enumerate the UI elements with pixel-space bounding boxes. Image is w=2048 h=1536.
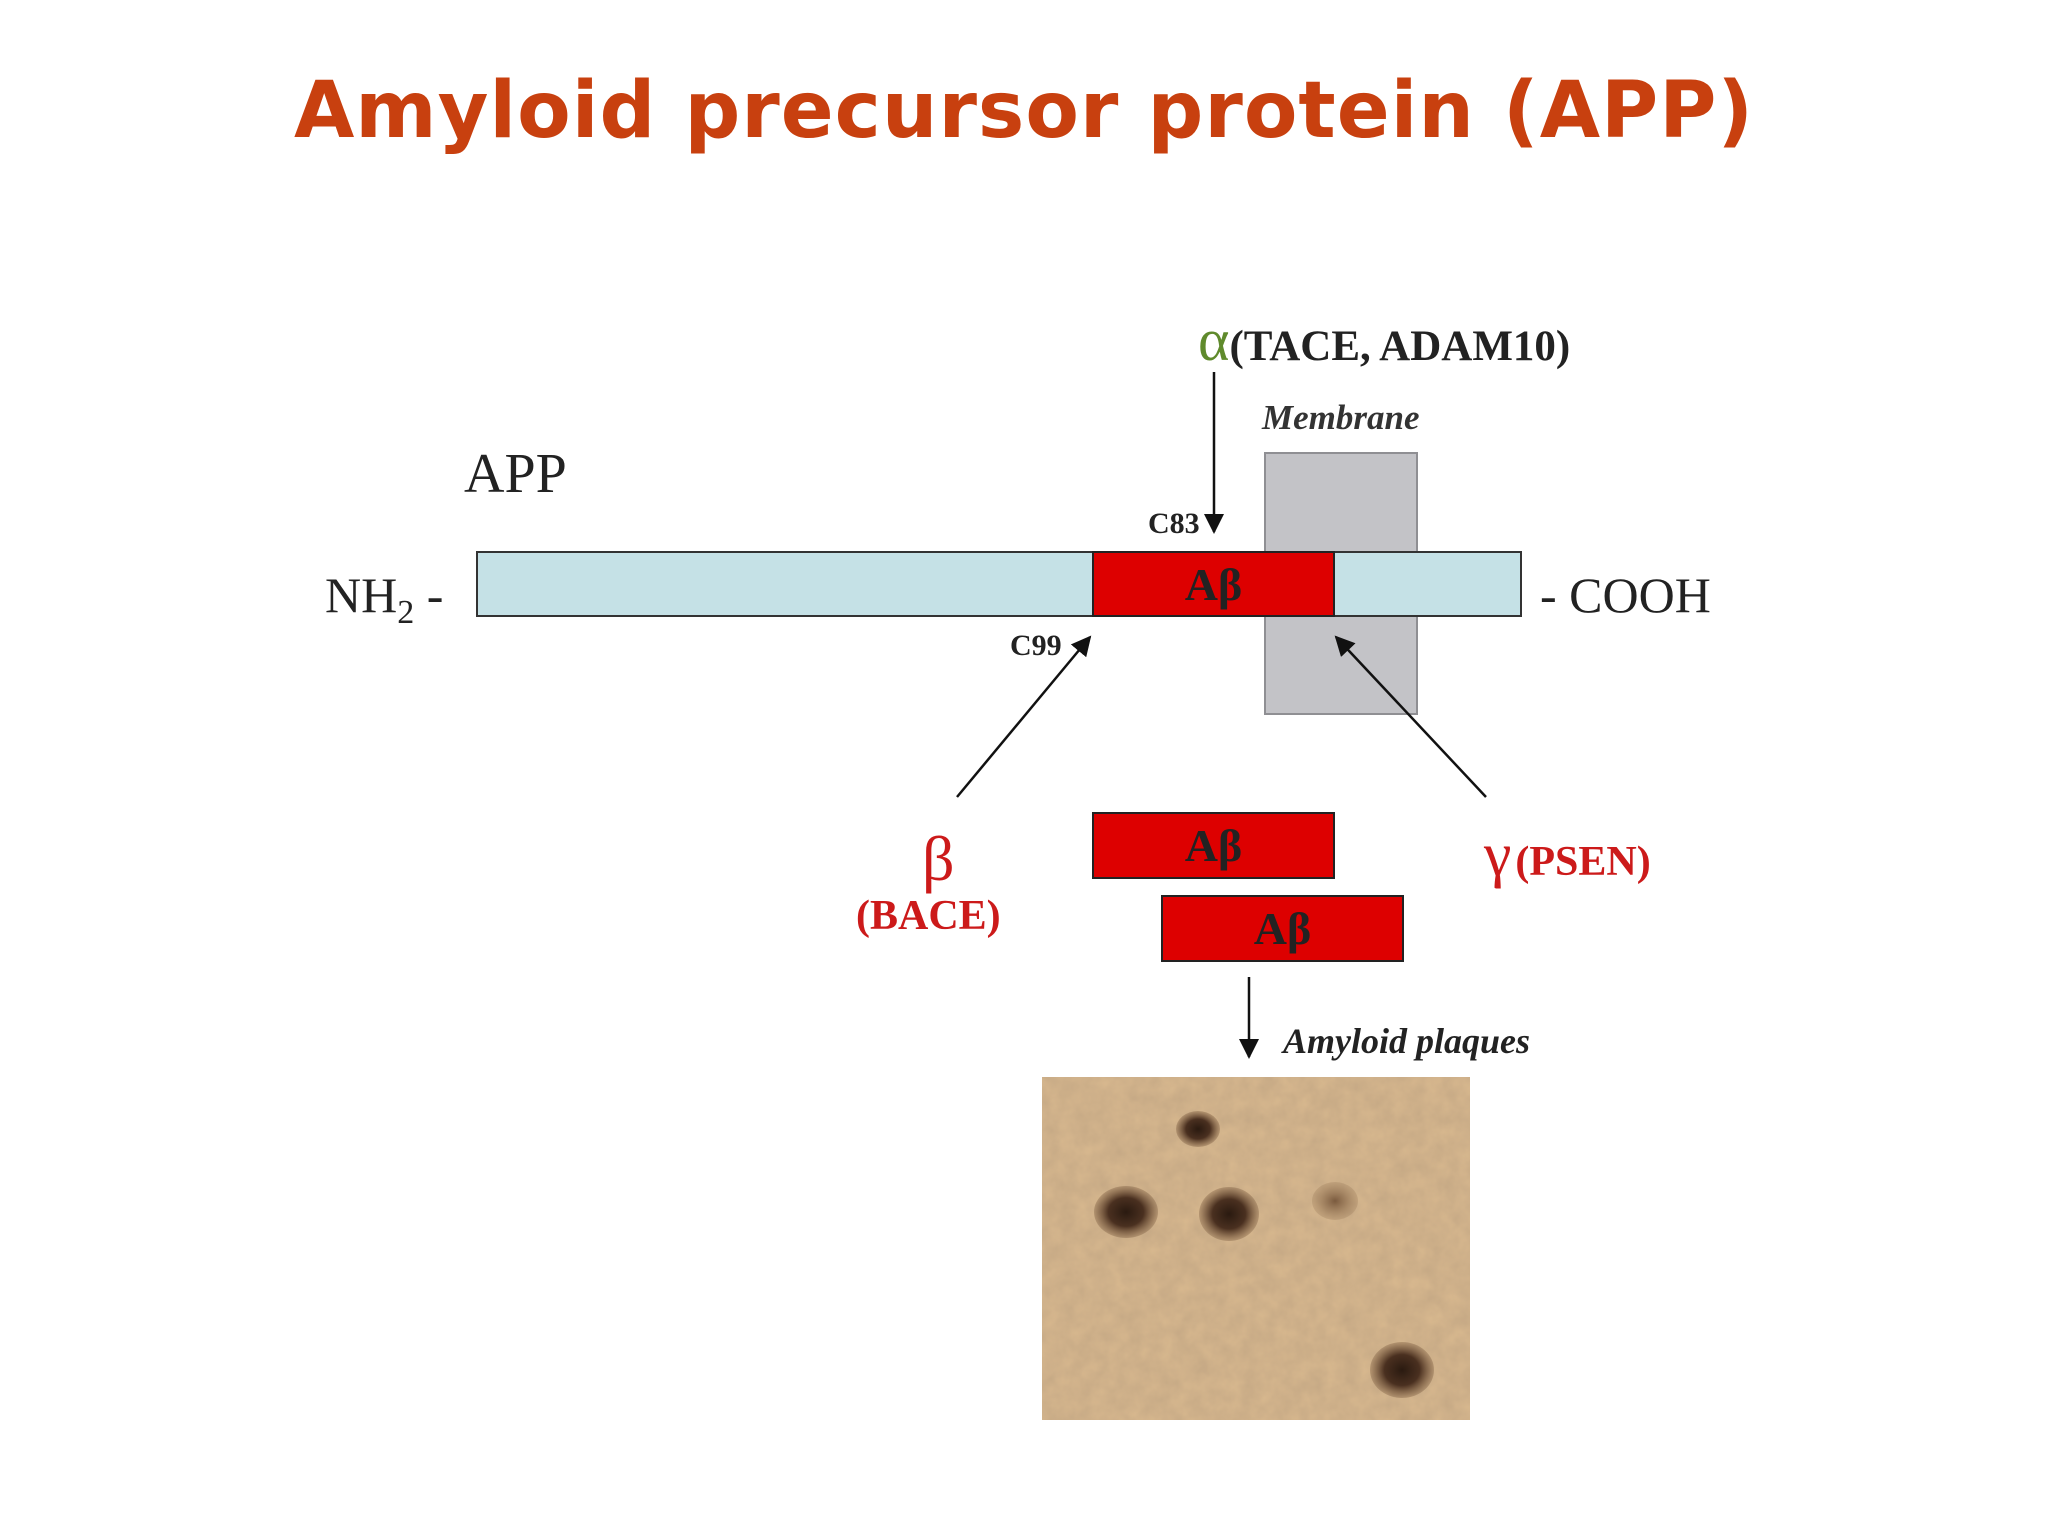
nh2-terminus-label: NH2 - [325, 566, 443, 632]
alpha-enzymes: (TACE, ADAM10) [1229, 323, 1571, 370]
gamma-symbol: γ [1484, 821, 1512, 889]
c83-label: C83 [1148, 507, 1200, 540]
plaque-5 [1370, 1342, 1434, 1398]
beta-cleavage-arrow [956, 635, 1092, 798]
membrane-label: Membrane [1262, 398, 1420, 437]
nh2-main: NH [325, 567, 398, 623]
cooh-terminus-label: - COOH [1540, 567, 1711, 623]
c99-label: C99 [1010, 629, 1062, 662]
alpha-secretase-label: α(TACE, ADAM10) [1198, 306, 1570, 375]
plaque-2 [1094, 1186, 1158, 1238]
nh2-dash: - [414, 567, 444, 623]
gamma-cleavage-arrow [1334, 635, 1487, 798]
plaque-4 [1312, 1182, 1358, 1220]
beta-enzymes: (BACE) [856, 893, 1001, 939]
app-label: APP [464, 443, 567, 505]
beta-symbol: β [922, 823, 955, 894]
amyloid-plaques-label: Amyloid plaques [1283, 1021, 1531, 1061]
app-protein-bar [476, 551, 1522, 617]
amyloid-plaque-micrograph [1042, 1077, 1470, 1420]
gamma-secretase-label: γ (PSEN) [1484, 820, 1651, 891]
gamma-enzymes: (PSEN) [1515, 839, 1651, 885]
abeta-fragment-2: Aβ [1161, 895, 1404, 962]
page-title: Amyloid precursor protein (APP) [293, 66, 1755, 156]
alpha-symbol: α [1198, 307, 1230, 373]
plaque-3 [1199, 1187, 1259, 1241]
abeta-domain: Aβ [1092, 551, 1335, 617]
plaque-1 [1176, 1111, 1220, 1147]
abeta-fragment-1: Aβ [1092, 812, 1335, 879]
nh2-subscript: 2 [397, 594, 415, 631]
